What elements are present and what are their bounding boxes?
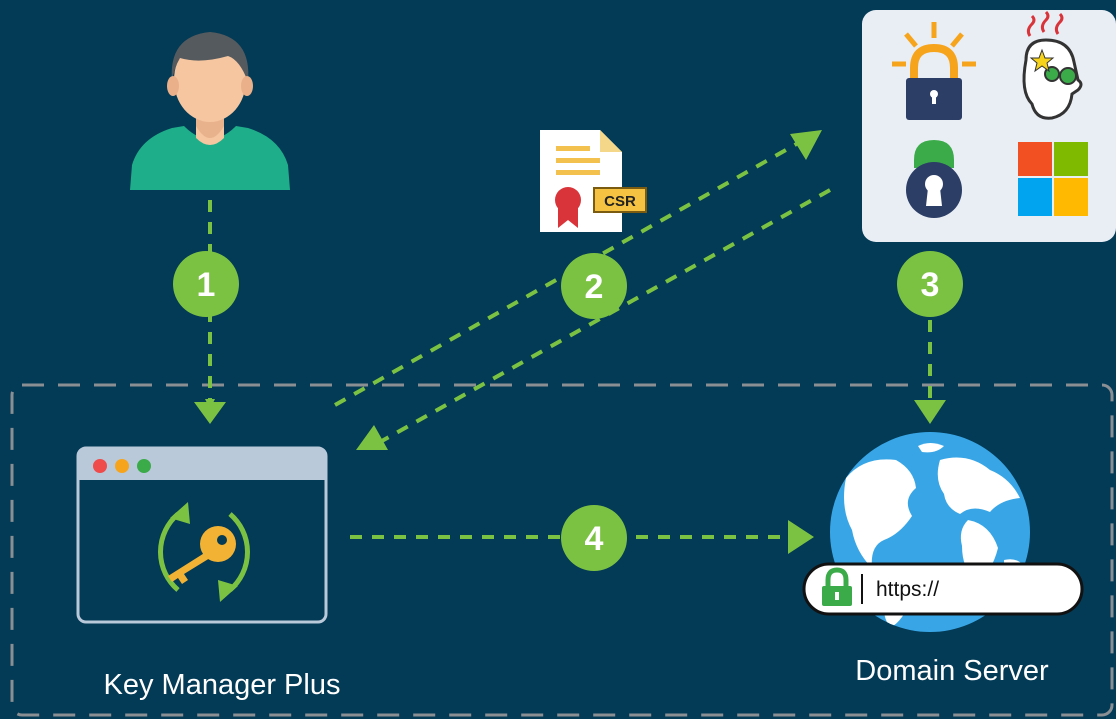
window-close-dot	[93, 459, 107, 473]
arrowhead-step-1	[194, 402, 226, 424]
step-badge-2: 2	[561, 253, 627, 319]
step-number-2: 2	[585, 268, 604, 306]
keyhole-lock-icon	[906, 140, 962, 218]
step-badge-3: 3	[897, 251, 963, 317]
lets-encrypt-icon	[892, 22, 976, 120]
domain-server-label: Domain Server	[855, 655, 1049, 687]
csr-document-icon: CSR	[540, 130, 647, 232]
window-maximize-dot	[137, 459, 151, 473]
step-badge-1: 1	[173, 251, 239, 317]
arrowhead-step-2-out	[790, 130, 822, 160]
arrow-step-2-in	[379, 188, 831, 444]
key-manager-label: Key Manager Plus	[104, 669, 341, 701]
step-number-3: 3	[921, 266, 940, 304]
step-number-1: 1	[197, 266, 216, 304]
arrowhead-step-3	[914, 400, 946, 424]
url-bar: https://	[802, 562, 1084, 616]
boundary-dashed-box	[10, 383, 1114, 717]
url-text: https://	[876, 578, 939, 601]
microsoft-logo-icon	[1018, 142, 1088, 216]
padlock-icon	[822, 567, 852, 606]
key-manager-window	[76, 446, 328, 624]
arrowhead-step-4	[788, 520, 814, 554]
window-minimize-dot	[115, 459, 129, 473]
step-number-4: 4	[585, 520, 604, 558]
csr-label: CSR	[604, 193, 636, 210]
arrowhead-step-2-in	[356, 425, 388, 450]
step-badge-4: 4	[561, 505, 627, 571]
key-rotation-icon	[158, 502, 250, 602]
godaddy-icon	[1022, 10, 1083, 120]
user-avatar-icon	[130, 32, 290, 190]
